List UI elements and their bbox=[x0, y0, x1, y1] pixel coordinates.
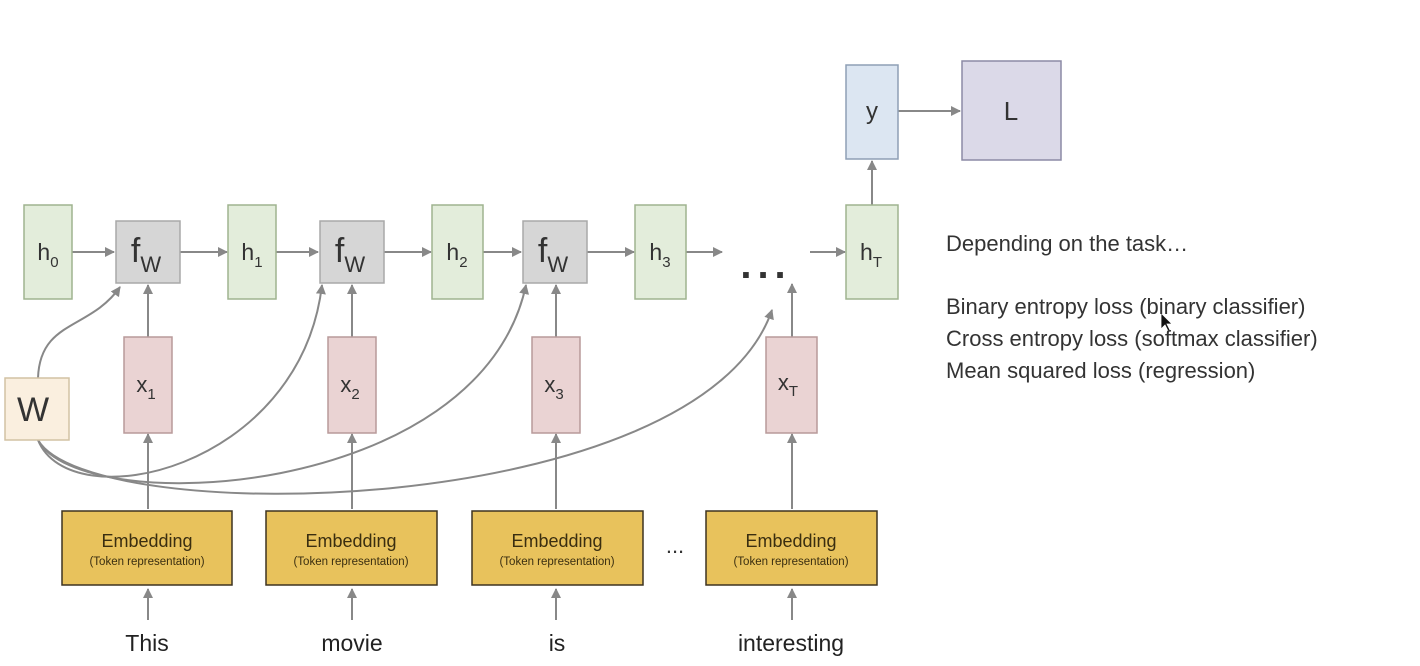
notes-heading: Depending on the task… bbox=[946, 231, 1189, 256]
svg-text:fW: fW bbox=[131, 232, 161, 277]
svg-text:h2: h2 bbox=[446, 239, 467, 271]
note-mean-squared: Mean squared loss (regression) bbox=[946, 358, 1256, 383]
svg-text:h1: h1 bbox=[241, 239, 262, 271]
svg-text:h0: h0 bbox=[37, 239, 58, 271]
rnn-cell-3: fW bbox=[522, 220, 588, 284]
loss-notes: Depending on the task… Binary entropy lo… bbox=[946, 228, 1318, 387]
sequence-ellipsis: ... bbox=[740, 243, 791, 287]
input-x2: x2 bbox=[327, 336, 377, 434]
embedding-2: Embedding (Token representation) bbox=[265, 510, 438, 586]
weight-W: W bbox=[4, 377, 70, 441]
weight-curve-to-f3 bbox=[37, 284, 529, 485]
hidden-state-h0: h0 bbox=[23, 204, 73, 300]
word-this: This bbox=[125, 630, 168, 656]
word-movie: movie bbox=[321, 630, 382, 656]
hidden-state-h1: h1 bbox=[227, 204, 277, 300]
input-x1: x1 bbox=[123, 336, 173, 434]
svg-text:(Token representation): (Token representation) bbox=[89, 556, 204, 568]
svg-text:fW: fW bbox=[538, 232, 568, 277]
rnn-cell-2: fW bbox=[319, 220, 385, 284]
svg-text:Embedding: Embedding bbox=[101, 531, 192, 551]
svg-text:xT: xT bbox=[778, 370, 798, 400]
word-interesting: interesting bbox=[738, 630, 844, 656]
note-binary-entropy: Binary entropy loss (binary classifier) bbox=[946, 294, 1306, 319]
svg-text:(Token representation): (Token representation) bbox=[733, 556, 848, 568]
svg-text:fW: fW bbox=[335, 232, 365, 277]
note-cross-entropy: Cross entropy loss (softmax classifier) bbox=[946, 326, 1318, 351]
svg-text:W: W bbox=[17, 391, 49, 429]
svg-text:Embedding: Embedding bbox=[511, 531, 602, 551]
hidden-state-h2: h2 bbox=[431, 204, 484, 300]
connectors bbox=[37, 106, 961, 620]
rnn-cell-1: fW bbox=[115, 220, 181, 284]
mouse-cursor-icon bbox=[1160, 312, 1173, 332]
embedding-4: Embedding (Token representation) bbox=[705, 510, 878, 586]
word-is: is bbox=[549, 630, 566, 656]
weight-curve-to-f1 bbox=[37, 286, 121, 379]
svg-text:y: y bbox=[866, 98, 878, 125]
embedding-3: Embedding (Token representation) bbox=[471, 510, 644, 586]
svg-text:L: L bbox=[1004, 96, 1018, 126]
svg-text:(Token representation): (Token representation) bbox=[499, 556, 614, 568]
svg-text:x2: x2 bbox=[340, 372, 359, 403]
weight-curve-to-ellipsis bbox=[37, 309, 774, 495]
embedding-ellipsis: ... bbox=[666, 533, 684, 558]
svg-text:(Token representation): (Token representation) bbox=[293, 556, 408, 568]
svg-text:x1: x1 bbox=[136, 372, 155, 403]
svg-text:hT: hT bbox=[860, 239, 882, 271]
embedding-1: Embedding (Token representation) bbox=[61, 510, 233, 586]
weight-curve-to-f2 bbox=[37, 284, 326, 478]
svg-text:Embedding: Embedding bbox=[305, 531, 396, 551]
output-y: y bbox=[845, 64, 899, 160]
hidden-state-hT: hT bbox=[845, 204, 899, 300]
svg-text:x3: x3 bbox=[544, 372, 563, 403]
svg-text:Embedding: Embedding bbox=[745, 531, 836, 551]
loss-L: L bbox=[961, 60, 1062, 161]
input-xT: xT bbox=[765, 336, 818, 434]
svg-text:h3: h3 bbox=[649, 239, 670, 271]
input-x3: x3 bbox=[531, 336, 581, 434]
hidden-state-h3: h3 bbox=[634, 204, 687, 300]
